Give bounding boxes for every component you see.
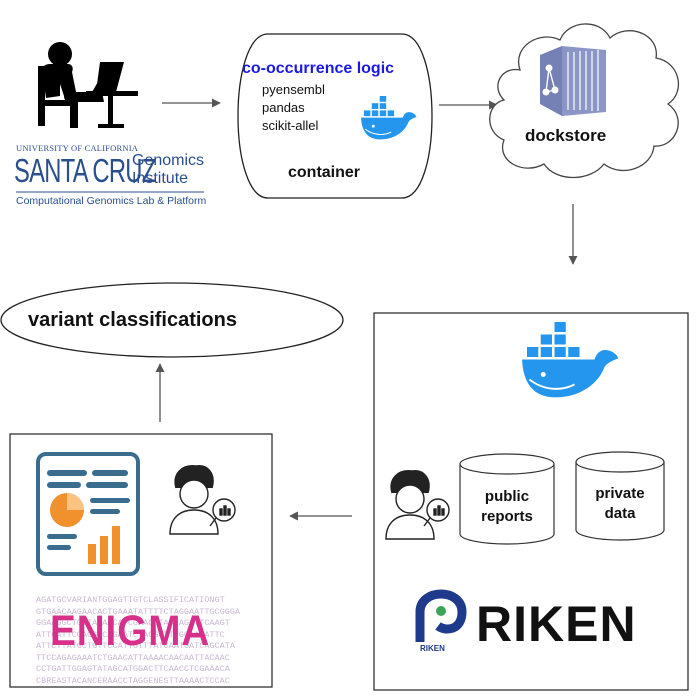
library-pyensembl: pyensembl	[262, 82, 325, 97]
public-reports-label: public reports	[466, 487, 548, 527]
ucsc-subtitle: Computational Genomics Lab & Platform	[16, 195, 207, 207]
enigma-seq-line: GGAAGGCTCTTACAACATCGAAGGTAATAGATTCAAGT	[36, 618, 230, 628]
ucsc-santa-cruz: SANTA CRUZ	[14, 152, 156, 189]
enigma-seq-line: ATTCTTATGCTGTTCCATTGTTTATCAATGATCAGCATA	[36, 641, 235, 651]
enigma-seq-line: ATTCATTCCAGGTCAGAATCTAGGATTTGGAACATTC	[36, 629, 225, 640]
co-occurrence-title: co-occurrence logic	[242, 60, 395, 77]
ucsc-genomics: Genomics	[132, 152, 205, 169]
library-scikit-allel: scikit-allel	[262, 118, 319, 133]
private-label: private	[595, 485, 645, 502]
container-label: container	[288, 164, 361, 181]
riken-logo-word: RIKEN	[476, 596, 637, 652]
reports-label: reports	[481, 508, 533, 525]
container-shape	[237, 33, 433, 199]
ucsc-university-line: UNIVERSITY OF CALIFORNIA	[16, 143, 139, 153]
person-at-computer-icon	[38, 42, 138, 128]
enigma-seq-line: CBREASTACANCERAACCTAGGENESTTAAAACTCCAC	[36, 675, 230, 686]
data-label: data	[604, 505, 636, 522]
private-data-cylinder	[575, 451, 665, 541]
enigma-logo: AGATGCVARIANTGGAGTTGTCLASSIFICATIONGT GT…	[36, 595, 266, 685]
enigma-seq-line: CCTGATTGGAGTATAGCATGGACTTCAACCTCGAAACA	[36, 664, 230, 674]
enigma-seq-line: TTCCAGAGAAATCTGAACATTAAAACAACAATTACAAC	[36, 652, 230, 663]
dockstore-label: dockstore	[525, 126, 607, 145]
dockstore-logo-icon	[540, 46, 606, 116]
ucsc-institute: Institute	[132, 170, 189, 187]
enigma-seq-line: GTGAACAAGAACACTGAAATATTTTCTAGGAATTGCGGGA	[36, 606, 241, 617]
riken-emblem-icon	[415, 589, 467, 642]
riken-logo-small-text: RIKEN	[420, 644, 445, 653]
analyst-magnifier-icon-riken	[385, 470, 450, 540]
variant-classifications-ellipse	[0, 282, 344, 358]
enigma-wordmark: ENIGMA	[50, 607, 211, 655]
report-document-icon	[36, 452, 140, 576]
library-pandas: pandas	[262, 100, 305, 115]
variant-classifications-label: variant classifications	[28, 309, 237, 331]
public-reports-cylinder	[459, 453, 555, 545]
analyst-magnifier-icon	[169, 465, 236, 535]
enigma-seq-line: AGATGCVARIANTGGAGTTGTCLASSIFICATIONGT	[36, 595, 225, 605]
public-label: public	[484, 488, 530, 505]
private-data-label: private data	[580, 484, 660, 524]
